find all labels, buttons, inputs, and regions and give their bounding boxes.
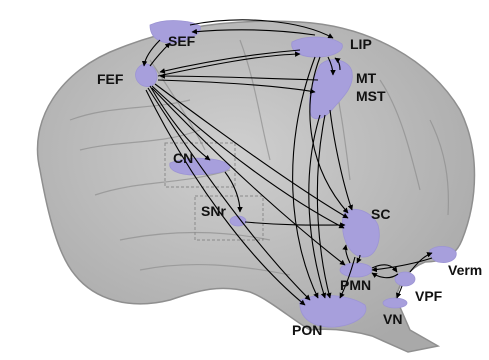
vn-region	[382, 297, 408, 309]
arrow-lip-mt	[327, 56, 336, 76]
snr-box	[194, 195, 264, 241]
label-mt: MT	[356, 70, 377, 86]
cn-region	[169, 157, 231, 176]
label-sc: SC	[371, 206, 390, 222]
arrow-lip-sc	[309, 56, 349, 214]
label-fef: FEF	[97, 71, 124, 87]
arrow-mt-fef	[159, 73, 319, 81]
label-lip: LIP	[350, 36, 372, 52]
label-vpf: VPF	[415, 288, 443, 304]
regions	[135, 20, 457, 328]
arrow-fef-pon-2	[145, 89, 306, 306]
arrow-sc-pmn	[356, 254, 362, 264]
arrow-lip-fef	[159, 49, 301, 74]
arrow-vpf-verm	[409, 252, 433, 273]
arrow-lip-pon	[292, 56, 319, 299]
arrow-fef-mt	[157, 79, 316, 94]
fef-region	[135, 63, 158, 87]
arrow-verm-pmn	[371, 257, 433, 273]
arrow-cn-snr	[224, 171, 243, 213]
arrow-pmn-sc	[342, 244, 351, 264]
arrow-fef-sc-1	[154, 83, 349, 219]
arrow-fef-pmn	[151, 87, 346, 266]
cn-box	[164, 142, 236, 188]
label-pmn: PMN	[340, 277, 371, 293]
arrow-sc-pon	[339, 256, 356, 299]
arrow-mt-sc	[329, 109, 353, 211]
connections	[141, 19, 433, 306]
label-verm: Verm	[448, 262, 482, 278]
arrow-snr-sc	[244, 221, 346, 228]
vpf-region	[394, 271, 416, 287]
arrow-mt-pon-1	[308, 114, 327, 299]
arrow-fef-sef	[149, 42, 171, 67]
arrow-sef-lip	[189, 19, 334, 39]
label-snr: SNr	[201, 203, 226, 219]
label-mst: MST	[356, 88, 386, 104]
label-vn: VN	[383, 311, 402, 327]
arrow-mt-lip	[334, 57, 341, 71]
verm-region	[429, 246, 457, 263]
arrow-fef-lip	[157, 51, 301, 77]
label-sef: SEF	[168, 33, 196, 49]
arrow-fef-pon-1	[147, 87, 311, 301]
arrow-fef-cn	[149, 85, 211, 161]
arrow-fef-sc-2	[151, 85, 345, 229]
label-pon: PON	[292, 322, 322, 338]
label-cn: CN	[173, 150, 193, 166]
arrow-sef-fef	[141, 39, 161, 67]
arrow-mt-pon-2	[316, 114, 332, 299]
arrow-lip-sef	[191, 28, 316, 36]
pon-region	[299, 295, 367, 328]
arrow-vpf-vn	[395, 285, 403, 299]
arrow-vpf-pmn	[371, 272, 399, 279]
sef-region	[149, 20, 201, 44]
